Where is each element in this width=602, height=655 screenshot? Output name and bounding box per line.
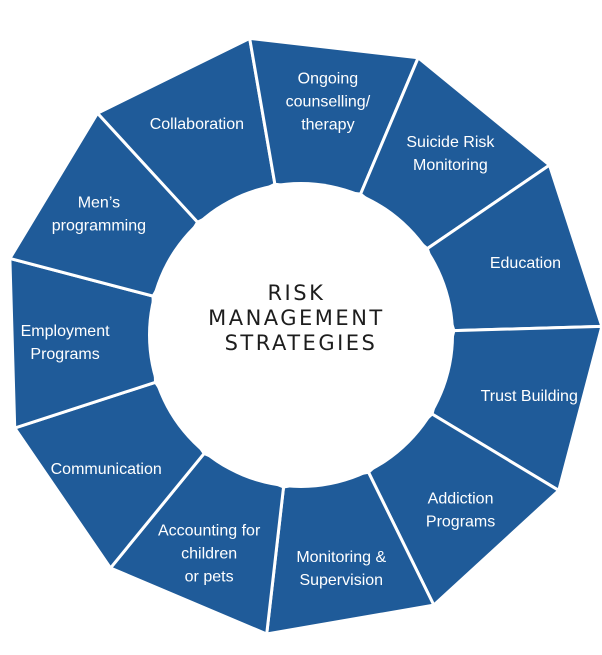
segment-label-line: Trust Building: [481, 388, 578, 405]
segment-label-accounting-children-pets: Accounting for children or pets: [158, 522, 261, 585]
segment-label-line: programming: [52, 218, 146, 235]
segment-label-mens-programming: Men’s programming: [52, 195, 146, 235]
segment-label-monitoring-supervision: Monitoring & Supervision: [296, 549, 386, 589]
segment-label-collaboration: Collaboration: [150, 116, 244, 133]
segment-label-line: Programs: [426, 513, 495, 530]
segment-label-ongoing-counselling: Ongoing counselling/therapy: [286, 71, 371, 134]
wheel-segments: [7, 36, 602, 637]
segment-label-line: Communication: [51, 461, 162, 478]
center-title-line-2: MANAGEMENT: [208, 306, 385, 330]
segment-label-line: Education: [490, 255, 561, 272]
wheel-segment-labels: Collaboration Ongoing counselling/therapyS…: [21, 71, 578, 590]
segment-label-line: Employment: [21, 323, 110, 340]
segment-label-line: Suicide Risk: [406, 134, 495, 151]
segment-label-line: Supervision: [299, 572, 383, 589]
segment-label-education: Education: [490, 255, 561, 272]
center-title-line-1: RISK: [267, 281, 325, 305]
segment-label-line: Monitoring: [413, 157, 488, 174]
segment-label-communication: Communication: [51, 461, 162, 478]
segment-label-line: Men’s: [78, 195, 120, 212]
center-title-line-3: STRATEGIES: [225, 331, 378, 355]
segment-label-line: Ongoing: [298, 71, 359, 88]
center-circle: [148, 182, 454, 488]
segment-label-trust-building: Trust Building: [481, 388, 578, 405]
segment-label-line: Addiction: [428, 490, 494, 507]
segment-label-line: Accounting for: [158, 522, 261, 539]
segment-label-line: therapy: [301, 117, 354, 134]
segment-label-line: Programs: [30, 346, 99, 363]
segment-label-line: children: [181, 545, 237, 562]
segment-label-line: Monitoring &: [296, 549, 386, 566]
segment-label-line: or pets: [185, 568, 234, 585]
center-title: RISK MANAGEMENT STRATEGIES: [208, 281, 394, 355]
segment-label-line: counselling/: [286, 94, 371, 111]
segment-label-line: Collaboration: [150, 116, 244, 133]
